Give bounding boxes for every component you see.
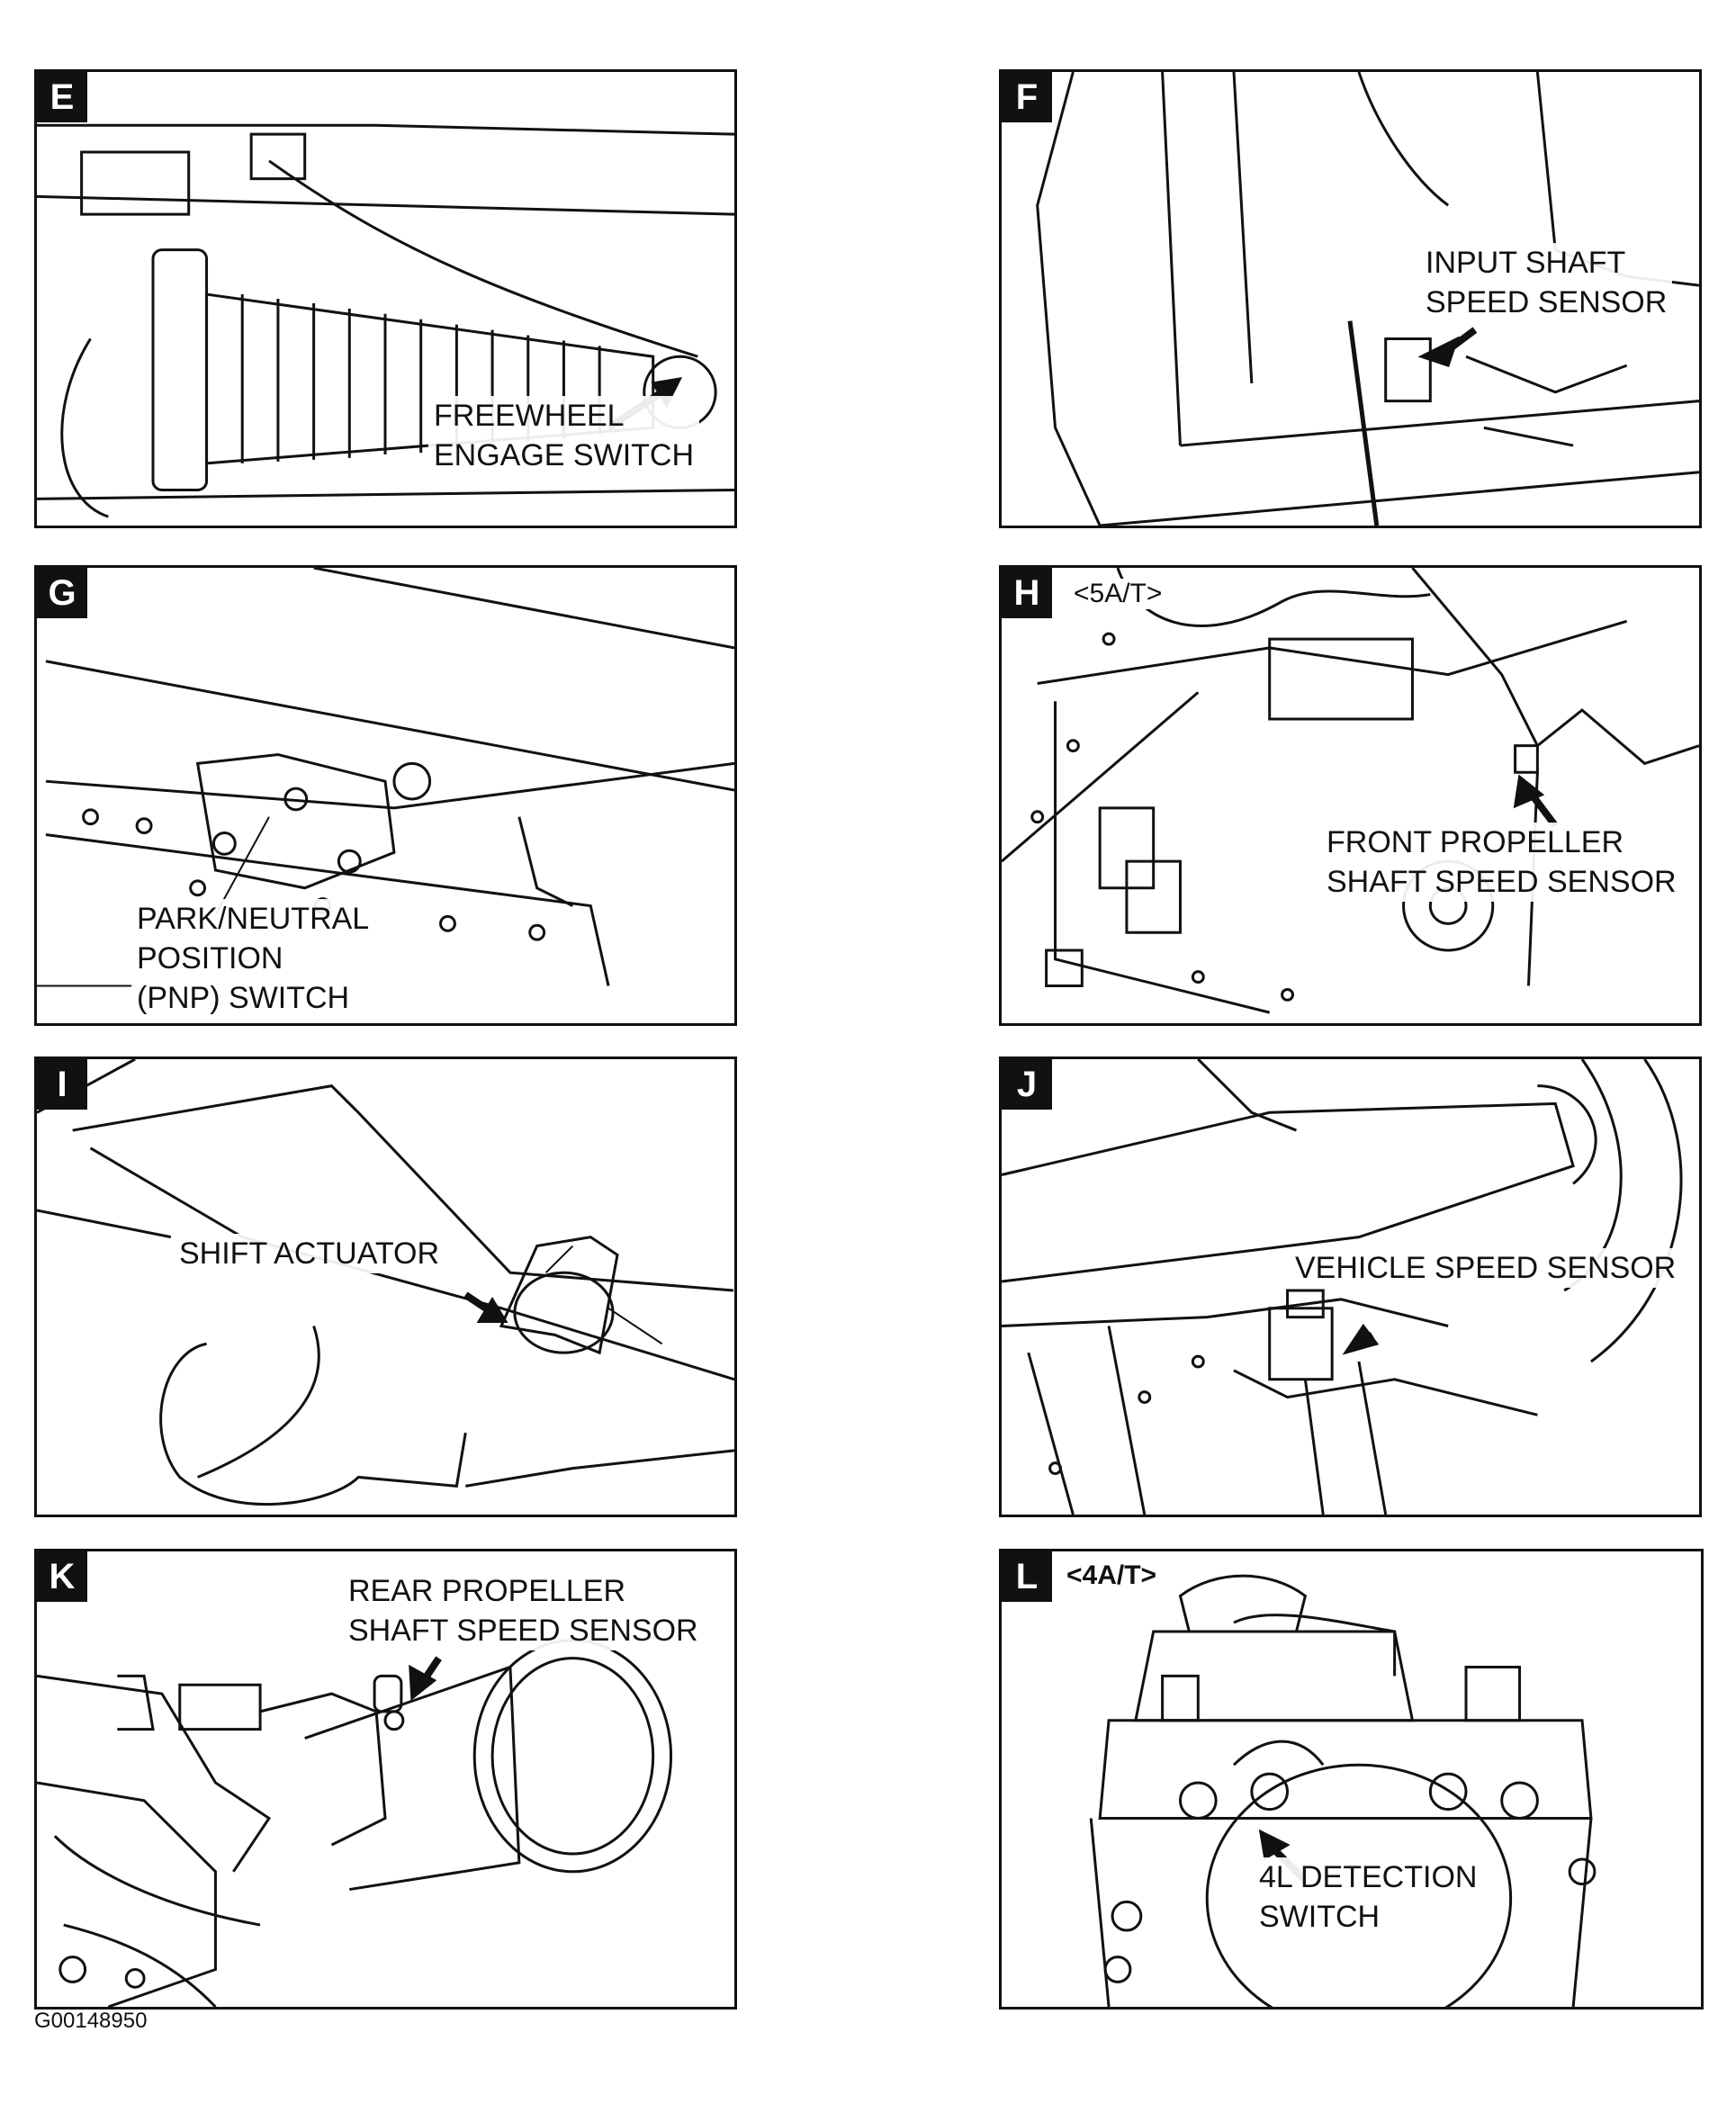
panel-e-label: E xyxy=(37,72,87,122)
callout-line-3: (PNP) SWITCH xyxy=(137,981,350,1015)
panel-i-label: I xyxy=(37,1059,87,1110)
callout-line-1: SHIFT ACTUATOR xyxy=(179,1236,440,1271)
pnp-switch-illustration xyxy=(37,568,734,1023)
callout-line-2: SHAFT SPEED SENSOR xyxy=(1327,865,1677,899)
pnp-switch-callout: PARK/NEUTRAL POSITION (PNP) SWITCH xyxy=(131,899,375,1018)
front-propeller-shaft-speed-sensor-illustration xyxy=(1002,568,1699,1023)
callout-line-1: FRONT PROPELLER xyxy=(1327,825,1624,859)
callout-line-1: REAR PROPELLER xyxy=(348,1574,625,1608)
panel-j-label: J xyxy=(1002,1059,1052,1110)
panel-g-label: G xyxy=(37,568,87,618)
callout-line-1: INPUT SHAFT xyxy=(1426,246,1626,280)
freewheel-engage-switch-illustration xyxy=(37,72,734,526)
callout-line-2: SWITCH xyxy=(1259,1900,1381,1934)
panel-l-subtitle: <4A/T> xyxy=(1063,1560,1161,1591)
callout-line-2: ENGAGE SWITCH xyxy=(434,438,695,472)
panel-l-label: L xyxy=(1002,1551,1052,1602)
panel-h: H <5A/T> FRONT PROPELLER SHAFT SPEED SENS… xyxy=(999,565,1702,1026)
4l-detection-switch-callout: 4L DETECTION SWITCH xyxy=(1254,1857,1483,1937)
panel-k: K REAR PROPELLER SHAFT SPEED SENSOR xyxy=(34,1549,737,2010)
panel-j: J VEHICLE SPEED SENSOR xyxy=(999,1056,1702,1517)
callout-line-1: VEHICLE SPEED SENSOR xyxy=(1295,1251,1677,1285)
panel-g: G PARK/NEUTRAL POSITION (PNP) SWITCH xyxy=(34,565,737,1026)
input-shaft-speed-sensor-illustration xyxy=(1002,72,1699,526)
front-propeller-shaft-speed-sensor-callout: FRONT PROPELLER SHAFT SPEED SENSOR xyxy=(1321,823,1682,902)
4l-detection-switch-illustration xyxy=(1002,1551,1701,2007)
vehicle-speed-sensor-illustration xyxy=(1002,1059,1699,1515)
input-shaft-speed-sensor-callout: INPUT SHAFT SPEED SENSOR xyxy=(1420,243,1673,322)
panel-f: F INPUT SHAFT SPEED SENSOR xyxy=(999,69,1702,528)
panel-l: L <4A/T> 4L DETECTION SWITCH xyxy=(999,1549,1704,2010)
callout-line-1: 4L DETECTION xyxy=(1259,1860,1478,1894)
panel-k-label: K xyxy=(37,1551,87,1602)
rear-propeller-shaft-speed-sensor-illustration xyxy=(37,1551,734,2007)
callout-line-1: FREEWHEEL xyxy=(434,399,625,433)
panel-h-subtitle: <5A/T> xyxy=(1070,579,1166,609)
freewheel-engage-switch-callout: FREEWHEEL ENGAGE SWITCH xyxy=(428,396,700,475)
panel-h-label: H xyxy=(1002,568,1052,618)
callout-line-2: SPEED SENSOR xyxy=(1426,285,1668,319)
rear-propeller-shaft-speed-sensor-callout: REAR PROPELLER SHAFT SPEED SENSOR xyxy=(343,1571,704,1650)
shift-actuator-illustration xyxy=(37,1059,734,1515)
callout-line-2: SHAFT SPEED SENSOR xyxy=(348,1614,698,1648)
shift-actuator-callout: SHIFT ACTUATOR xyxy=(174,1234,445,1273)
vehicle-speed-sensor-callout: VEHICLE SPEED SENSOR xyxy=(1290,1248,1682,1288)
figure-id: G00148950 xyxy=(34,2009,148,2033)
callout-line-2: POSITION xyxy=(137,941,283,976)
panel-e: E FREEWHEEL ENGAGE SWITCH xyxy=(34,69,737,528)
callout-line-1: PARK/NEUTRAL xyxy=(137,902,370,936)
panel-i: I SHIFT ACTUATOR xyxy=(34,1056,737,1517)
panel-f-label: F xyxy=(1002,72,1052,122)
